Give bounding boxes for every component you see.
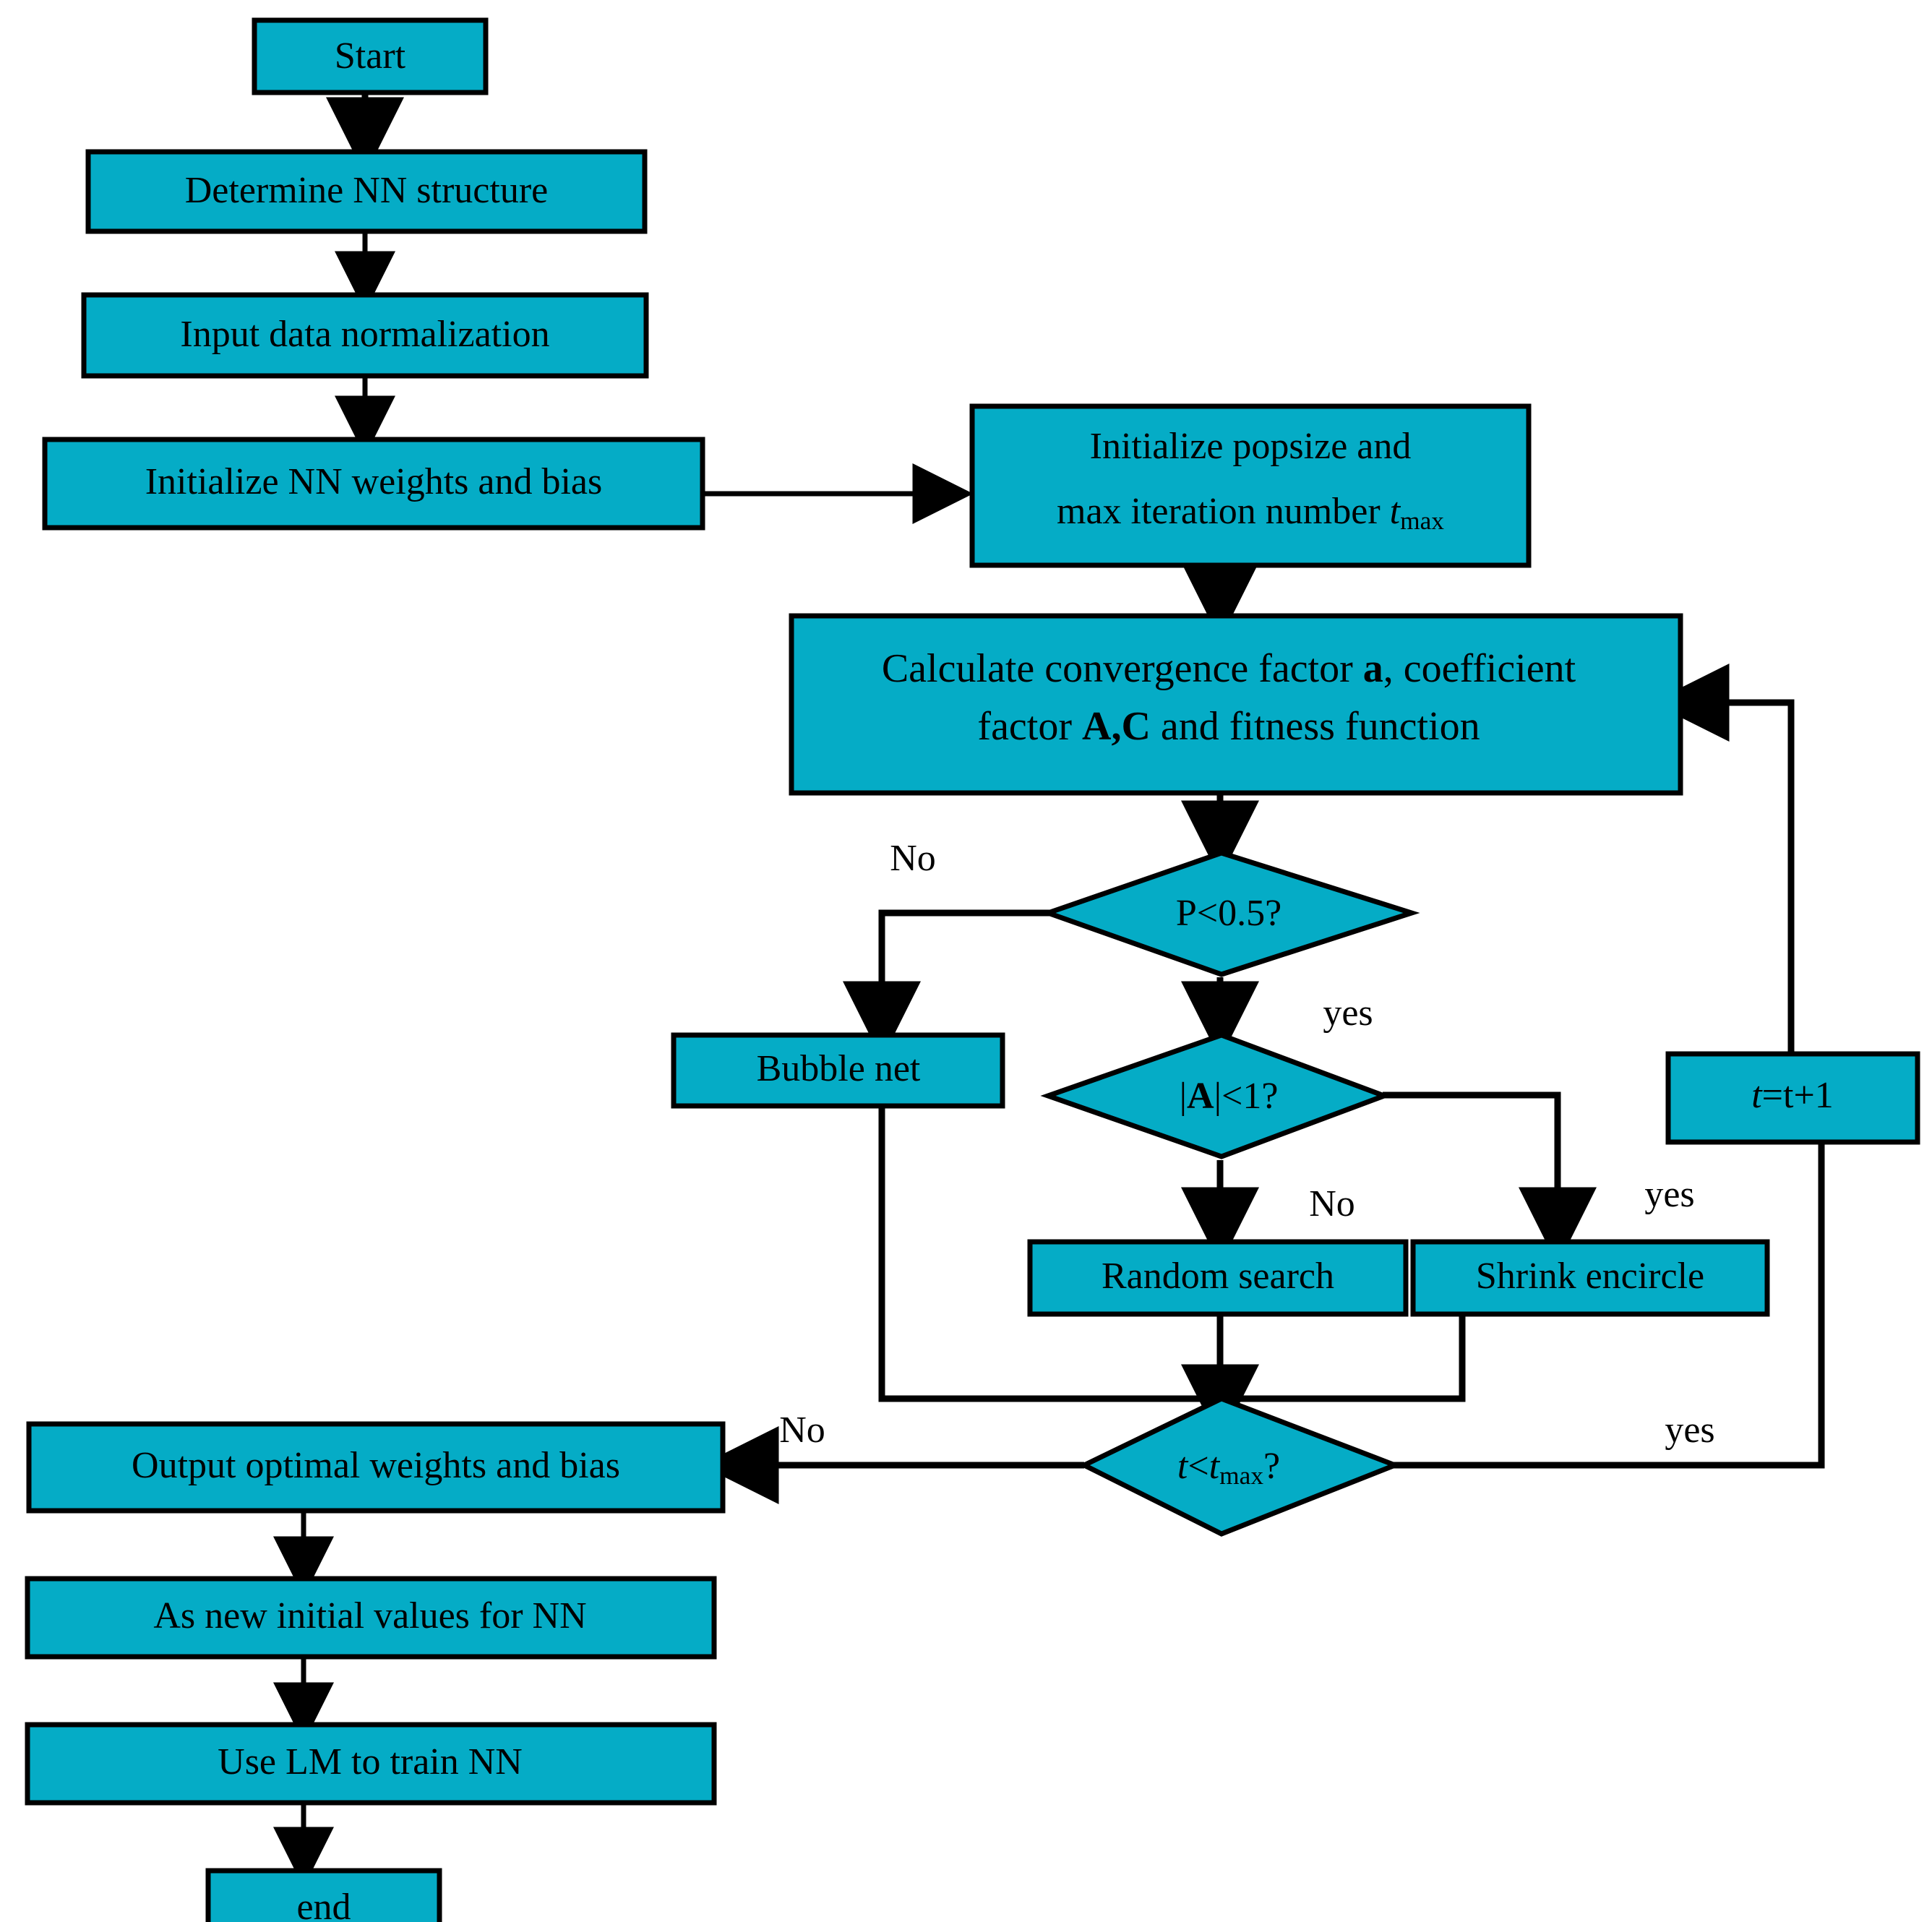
node-random-search-label: Random search bbox=[1102, 1256, 1334, 1297]
node-calc-factors-line1: Calculate convergence factor a, coeffici… bbox=[882, 646, 1576, 691]
edge-label-p-test-no: No bbox=[890, 838, 936, 879]
node-shrink[interactable]: Shrink encircle bbox=[1410, 1239, 1770, 1317]
edge-bubble-net-to-t-test bbox=[878, 1106, 1211, 1402]
edge-t-increment-to-calc-factors bbox=[1651, 664, 1795, 1055]
node-p-test[interactable]: P<0.5? bbox=[1040, 850, 1420, 977]
node-start[interactable]: Start bbox=[252, 17, 489, 95]
edge-label-a-test-yes: yes bbox=[1644, 1174, 1694, 1215]
node-random-search[interactable]: Random search bbox=[1027, 1239, 1409, 1317]
node-init-weights[interactable]: Initialize NN weights and bias bbox=[42, 437, 705, 531]
node-start-label: Start bbox=[335, 35, 406, 77]
node-init-pop-line1: Initialize popsize and bbox=[1090, 426, 1412, 467]
node-init-weights-label: Initialize NN weights and bias bbox=[145, 461, 603, 502]
node-t-increment[interactable]: t=t+1 bbox=[1665, 1051, 1920, 1145]
node-train-lm-label: Use LM to train NN bbox=[218, 1741, 523, 1782]
node-bubble-net-label: Bubble net bbox=[757, 1048, 921, 1089]
node-a-test[interactable]: |A|<1? bbox=[1040, 1032, 1392, 1159]
node-calc-factors[interactable]: Calculate convergence factor a, coeffici… bbox=[789, 613, 1683, 796]
node-init-pop[interactable]: Initialize popsize and max iteration num… bbox=[969, 403, 1532, 568]
edge-label-p-test-yes: yes bbox=[1323, 992, 1373, 1034]
node-bubble-net[interactable]: Bubble net bbox=[671, 1032, 1005, 1109]
node-p-test-label: P<0.5? bbox=[1176, 893, 1281, 934]
node-output[interactable]: Output optimal weights and bias bbox=[26, 1421, 726, 1514]
edge-shrink-to-t-test bbox=[1229, 1290, 1466, 1402]
edge-p-test-no-to-bubble-net bbox=[843, 909, 1050, 1060]
node-init-pop-line2: max iteration number tmax bbox=[1057, 491, 1444, 535]
node-normalize[interactable]: Input data normalization bbox=[81, 292, 649, 379]
node-normalize-label: Input data normalization bbox=[180, 314, 549, 355]
node-new-initial-label: As new initial values for NN bbox=[153, 1595, 586, 1636]
node-nn-structure[interactable]: Determine NN structure bbox=[85, 149, 648, 234]
edge-t-test-yes-to-t-increment bbox=[1359, 1142, 1825, 1469]
edge-a-test-yes-to-shrink bbox=[1383, 1091, 1597, 1266]
node-shrink-label: Shrink encircle bbox=[1476, 1256, 1704, 1297]
edge-label-t-test-no: No bbox=[779, 1410, 825, 1451]
edge-label-t-test-yes: yes bbox=[1665, 1410, 1714, 1451]
node-new-initial[interactable]: As new initial values for NN bbox=[25, 1576, 717, 1660]
node-output-label: Output optimal weights and bias bbox=[132, 1445, 620, 1486]
edge-label-a-test-no: No bbox=[1309, 1183, 1355, 1224]
node-nn-structure-label: Determine NN structure bbox=[185, 170, 548, 211]
node-end-label: end bbox=[296, 1887, 351, 1922]
node-calc-factors-line2: factor A,C and fitness function bbox=[977, 704, 1480, 749]
node-t-test-label: t<tmax? bbox=[1177, 1446, 1280, 1490]
node-t-test[interactable]: t<tmax? bbox=[1078, 1396, 1402, 1537]
node-t-increment-label: t=t+1 bbox=[1751, 1075, 1834, 1116]
node-end[interactable]: end bbox=[205, 1868, 442, 1922]
node-a-test-label: |A|<1? bbox=[1180, 1076, 1279, 1117]
node-train-lm[interactable]: Use LM to train NN bbox=[25, 1722, 717, 1806]
